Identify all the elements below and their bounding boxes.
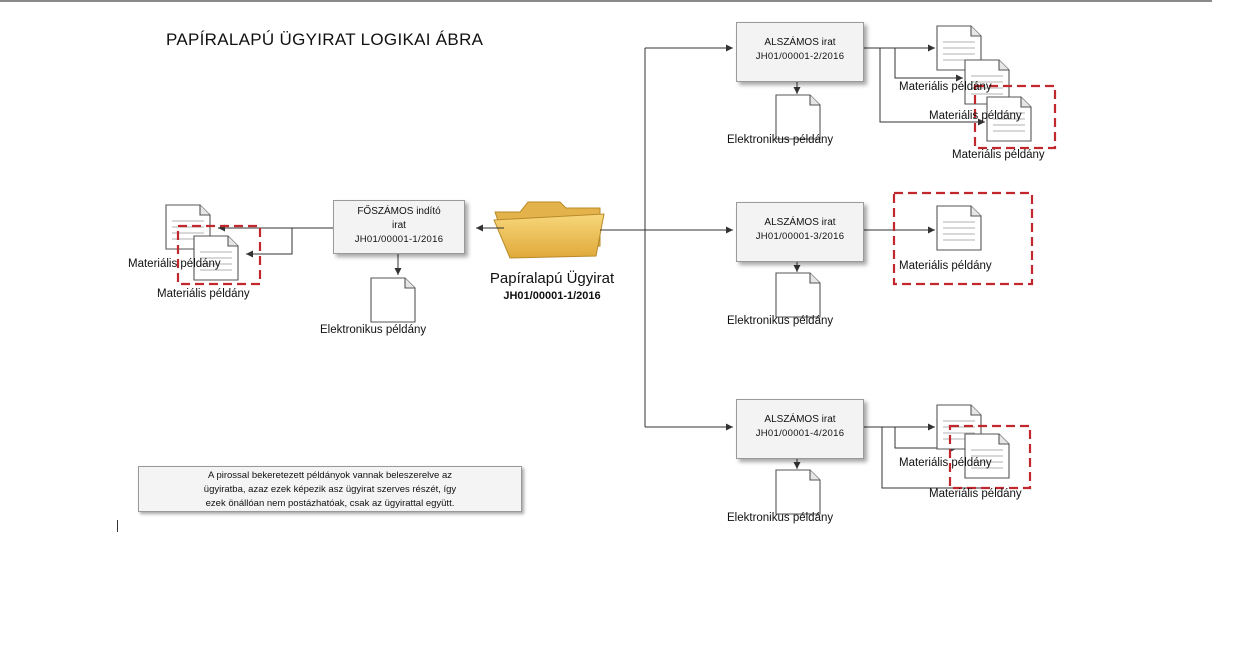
- sub-document-title-2: ALSZÁMOS irat: [764, 217, 836, 228]
- arrow-sub1-material-2: [894, 48, 963, 82]
- material-copy-label-sub1-3: Materiális példány: [952, 149, 1045, 161]
- electronic-copy-label-sub3: Elektronikus példány: [727, 512, 834, 524]
- top-border-line: [0, 0, 1212, 2]
- main-document-title: FŐSZÁMOS indító: [357, 206, 441, 217]
- highlight-frame-sub2: [892, 191, 1034, 286]
- material-copy-label-sub1-1: Materiális példány: [899, 81, 992, 93]
- electronic-copy-icon-main: [370, 277, 416, 323]
- electronic-copy-label-sub2: Elektronikus példány: [727, 315, 834, 327]
- material-copy-icon-sub2: [936, 205, 982, 251]
- highlight-frame-sub1: [973, 84, 1057, 150]
- material-copy-label-sub3-1: Materiális példány: [899, 457, 992, 469]
- electronic-copy-label-main: Elektronikus példány: [320, 324, 427, 336]
- sub-document-title-3: ALSZÁMOS irat: [764, 414, 836, 425]
- material-copy-label-sub1-2: Materiális példány: [929, 110, 1022, 122]
- legend-note-line-3: ezek önállóan nem postázhatóak, csak az …: [205, 498, 455, 509]
- material-copy-icon-sub3-2: [964, 433, 1010, 479]
- folder-icon: [493, 201, 605, 259]
- electronic-copy-icon-sub2: [775, 272, 821, 318]
- electronic-copy-icon-sub3: [775, 469, 821, 515]
- connector-sub3-extra: [881, 427, 985, 489]
- main-document-id: JH01/00001-1/2016: [354, 234, 444, 245]
- sub-document-id-2: JH01/00001-3/2016: [755, 231, 845, 242]
- folder-label: Papíralapú Ügyirat JH01/00001-1/2016: [463, 270, 641, 302]
- page-title: PAPÍRALAPÚ ÜGYIRAT LOGIKAI ÁBRA: [166, 30, 484, 49]
- main-document-box: FŐSZÁMOS indító irat JH01/00001-1/2016: [333, 200, 465, 254]
- highlight-frame-sub3: [948, 424, 1032, 490]
- sub-document-box-2: ALSZÁMOS irat JH01/00001-3/2016: [736, 202, 864, 262]
- material-copy-label-sub3-2: Materiális példány: [929, 488, 1022, 500]
- material-copy-label-main-1: Materiális példány: [128, 258, 221, 270]
- electronic-copy-icon-sub1: [775, 94, 821, 140]
- legend-note: A pirossal bekeretezett példányok vannak…: [138, 466, 522, 512]
- folder-id: JH01/00001-1/2016: [503, 290, 601, 302]
- sub-document-id-1: JH01/00001-2/2016: [755, 51, 845, 62]
- text-cursor: [117, 520, 118, 532]
- sub-document-box-3: ALSZÁMOS irat JH01/00001-4/2016: [736, 399, 864, 459]
- legend-note-line-1: A pirossal bekeretezett példányok vannak…: [208, 470, 452, 481]
- material-copy-label-sub2: Materiális példány: [899, 260, 992, 272]
- sub-document-title-1: ALSZÁMOS irat: [764, 37, 836, 48]
- sub-document-box-1: ALSZÁMOS irat JH01/00001-2/2016: [736, 22, 864, 82]
- arrow-sub1-material-3: [879, 48, 985, 126]
- arrow-main-to-material-2: [246, 227, 333, 258]
- main-document-title-2: irat: [392, 220, 406, 231]
- electronic-copy-label-sub1: Elektronikus példány: [727, 134, 834, 146]
- folder-name: Papíralapú Ügyirat: [489, 270, 615, 287]
- legend-note-line-2: ügyiratba, azaz ezek képezik asz ügyirat…: [203, 484, 457, 495]
- sub-document-id-3: JH01/00001-4/2016: [755, 428, 845, 439]
- material-copy-label-main-2: Materiális példány: [157, 288, 250, 300]
